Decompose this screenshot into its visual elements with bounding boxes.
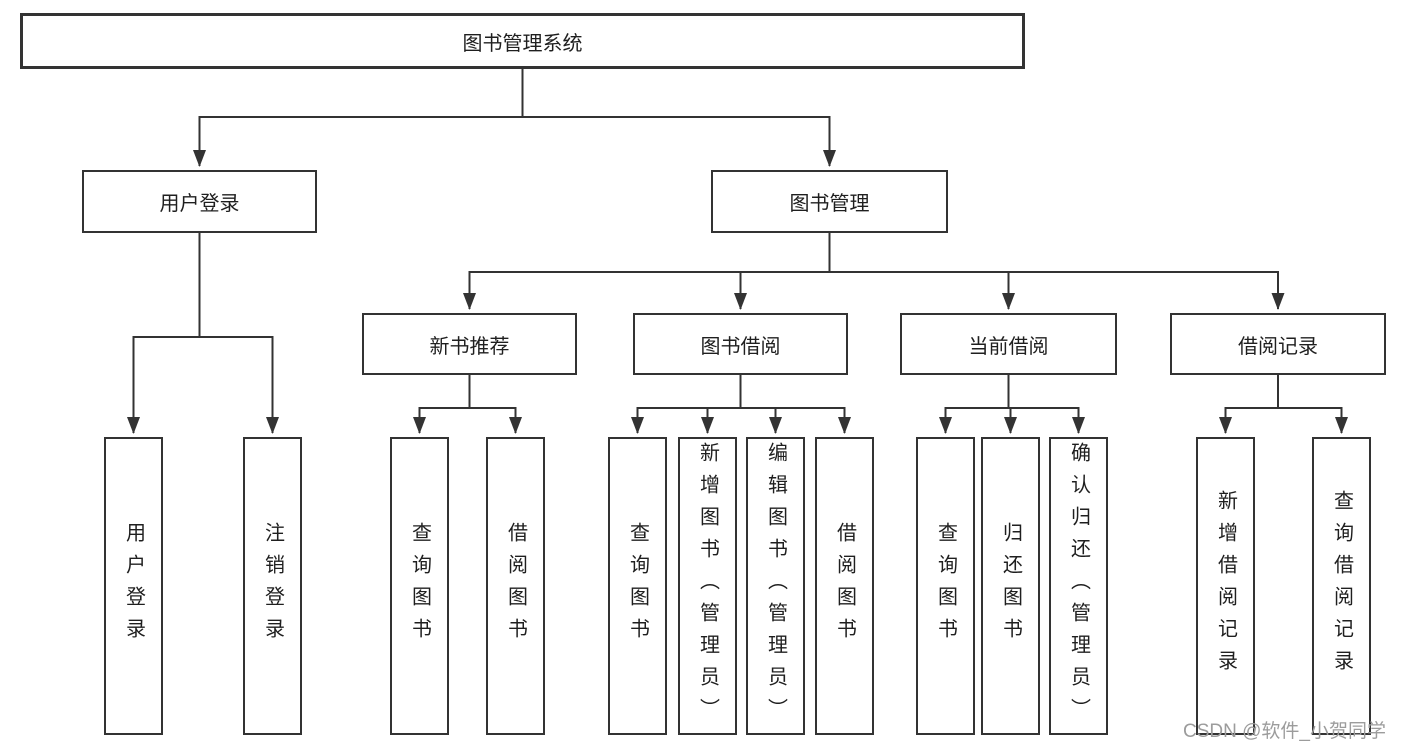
node-new-book-recommend: 新书推荐 [362,313,577,375]
leaf-recommend-borrow-books: 借阅图书 [486,437,545,735]
leaf-user-login: 用户登录 [104,437,163,735]
leaf-logout: 注销登录 [243,437,302,735]
node-borrow-records: 借阅记录 [1170,313,1386,375]
node-book-borrow: 图书借阅 [633,313,848,375]
node-current-borrow: 当前借阅 [900,313,1117,375]
leaf-add-borrow-record: 新增借阅记录 [1196,437,1255,735]
node-root-system: 图书管理系统 [20,13,1025,69]
node-book-management: 图书管理 [711,170,948,233]
leaf-current-query-books: 查询图书 [916,437,975,735]
leaf-query-borrow-record: 查询借阅记录 [1312,437,1371,735]
leaf-borrow-query-books: 查询图书 [608,437,667,735]
leaf-add-books-admin: 新增图书（管理员） [678,437,737,735]
csdn-watermark: CSDN @软件_小贺同学 [1183,721,1386,742]
leaf-borrow-books: 借阅图书 [815,437,874,735]
leaf-confirm-return-admin: 确认归还（管理员） [1049,437,1108,735]
leaf-recommend-query-books: 查询图书 [390,437,449,735]
node-user-login: 用户登录 [82,170,317,233]
leaf-edit-books-admin: 编辑图书（管理员） [746,437,805,735]
leaf-return-books: 归还图书 [981,437,1040,735]
